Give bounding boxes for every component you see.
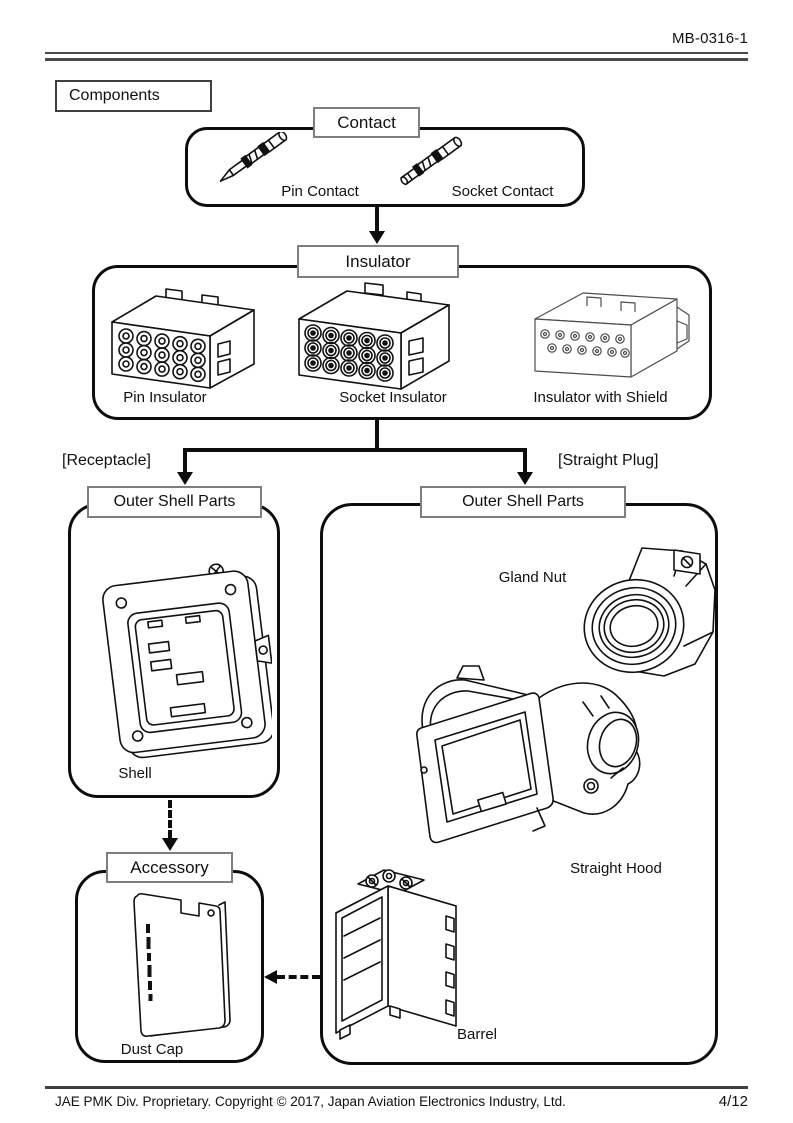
arrowhead-contact-insulator [369, 231, 385, 244]
pin-contact-label: Pin Contact [281, 183, 359, 200]
gland-nut-label: Gland Nut [498, 569, 567, 586]
arrowhead-branch-left [177, 472, 193, 485]
insulator-node-label: Insulator [297, 245, 459, 278]
straight-hood-icon [416, 665, 641, 844]
header-double-rule [45, 52, 748, 61]
dashed-connector-plug-accessory [277, 975, 320, 979]
pin-insulator-icon [111, 288, 255, 389]
receptacle-branch-label: [Receptacle] [62, 452, 151, 469]
barrel-label: Barrel [456, 1026, 497, 1043]
dust-cap-label: Dust Cap [120, 1041, 184, 1058]
insulator-with-shield-label: Insulator with Shield [533, 389, 668, 406]
connector-branch-bar [183, 448, 527, 452]
straight-hood-label: Straight Hood [570, 860, 662, 877]
shell-label: Shell [118, 765, 152, 782]
contact-node-label: Contact [313, 107, 420, 138]
gland-nut-icon [583, 547, 716, 677]
plug-outer-shell-parts-label: Outer Shell Parts [420, 486, 626, 518]
arrowhead-shell-accessory [162, 838, 178, 851]
connector-branch-right [523, 448, 527, 472]
dust-cap-icon [133, 892, 231, 1037]
straight-plug-branch-label: [Straight Plug] [558, 452, 659, 469]
connector-branch-left [183, 448, 187, 472]
socket-contact-icon [400, 136, 463, 186]
dashed-connector-shell-accessory [168, 800, 172, 838]
socket-insulator-icon [298, 282, 450, 390]
footer-rule [45, 1086, 748, 1089]
barrel-icon [335, 869, 457, 1040]
pin-contact-icon [219, 132, 288, 182]
pin-insulator-label: Pin Insulator [123, 389, 207, 406]
shell-icon [102, 563, 272, 759]
socket-insulator-label: Socket Insulator [339, 389, 447, 406]
receptacle-outer-shell-parts-label: Outer Shell Parts [87, 486, 262, 518]
page-title: Components [55, 80, 212, 112]
doc-number: MB-0316-1 [671, 30, 748, 47]
arrowhead-branch-right [517, 472, 533, 485]
arrowhead-plug-accessory [264, 970, 277, 984]
insulator-with-shield-icon [534, 292, 690, 378]
page-number: 4/12 [718, 1093, 748, 1110]
socket-contact-label: Socket Contact [451, 183, 554, 200]
connector-contact-insulator [375, 205, 379, 233]
footer-copyright: JAE PMK Div. Proprietary. Copyright © 20… [55, 1094, 566, 1109]
accessory-node-label: Accessory [106, 852, 233, 883]
connector-insulator-stem [375, 418, 379, 450]
